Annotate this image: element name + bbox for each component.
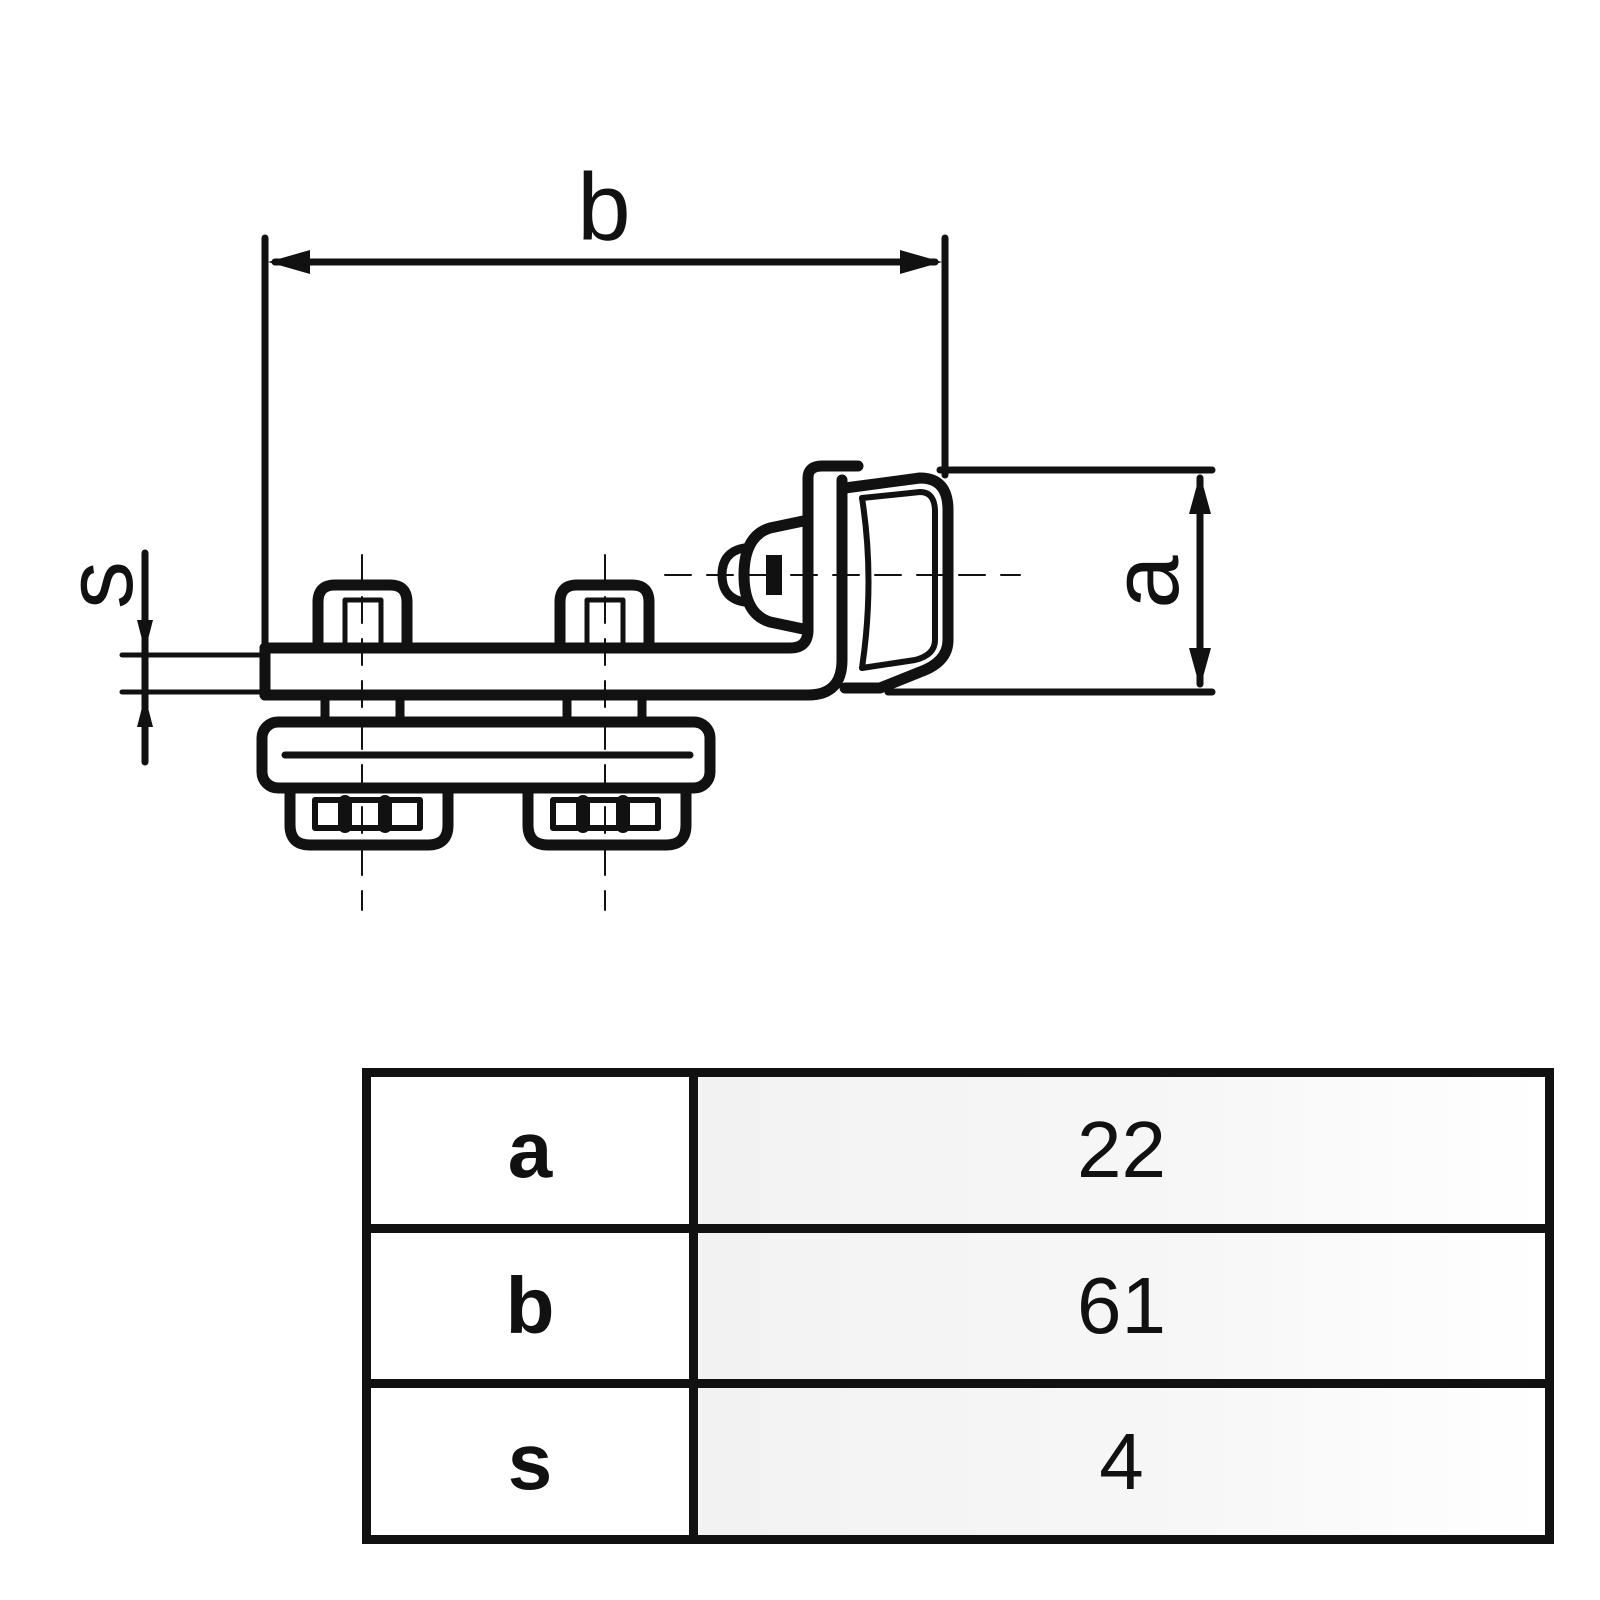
dimension-value: 61: [689, 1223, 1554, 1389]
clamp-plate: [256, 716, 716, 794]
dimension-key: a: [362, 1068, 698, 1233]
bent-plate: [259, 460, 864, 701]
bottom-nuts: [284, 782, 692, 851]
dimension-a: [884, 466, 1216, 696]
table-row: a 22: [362, 1068, 1554, 1233]
roller-wheel: [839, 472, 954, 694]
label-b: b: [577, 154, 630, 261]
label-s: s: [46, 561, 153, 609]
axle-nut: [717, 514, 814, 636]
dimension-value: 4: [689, 1379, 1554, 1544]
dimension-value: 22: [689, 1068, 1554, 1233]
table-row: s 4: [362, 1379, 1554, 1544]
center-lines: [361, 554, 1021, 911]
dimension-s: [119, 549, 265, 766]
label-a: a: [1092, 555, 1199, 609]
dimension-table: a 22 b 61 s 4: [362, 1068, 1554, 1544]
technical-drawing: b a s: [46, 154, 1216, 911]
table-row: b 61: [362, 1223, 1554, 1389]
dimension-b: [261, 234, 949, 659]
dimension-key: b: [362, 1223, 698, 1389]
dimension-key: s: [362, 1379, 698, 1544]
bolt-heads-top: [312, 579, 655, 654]
